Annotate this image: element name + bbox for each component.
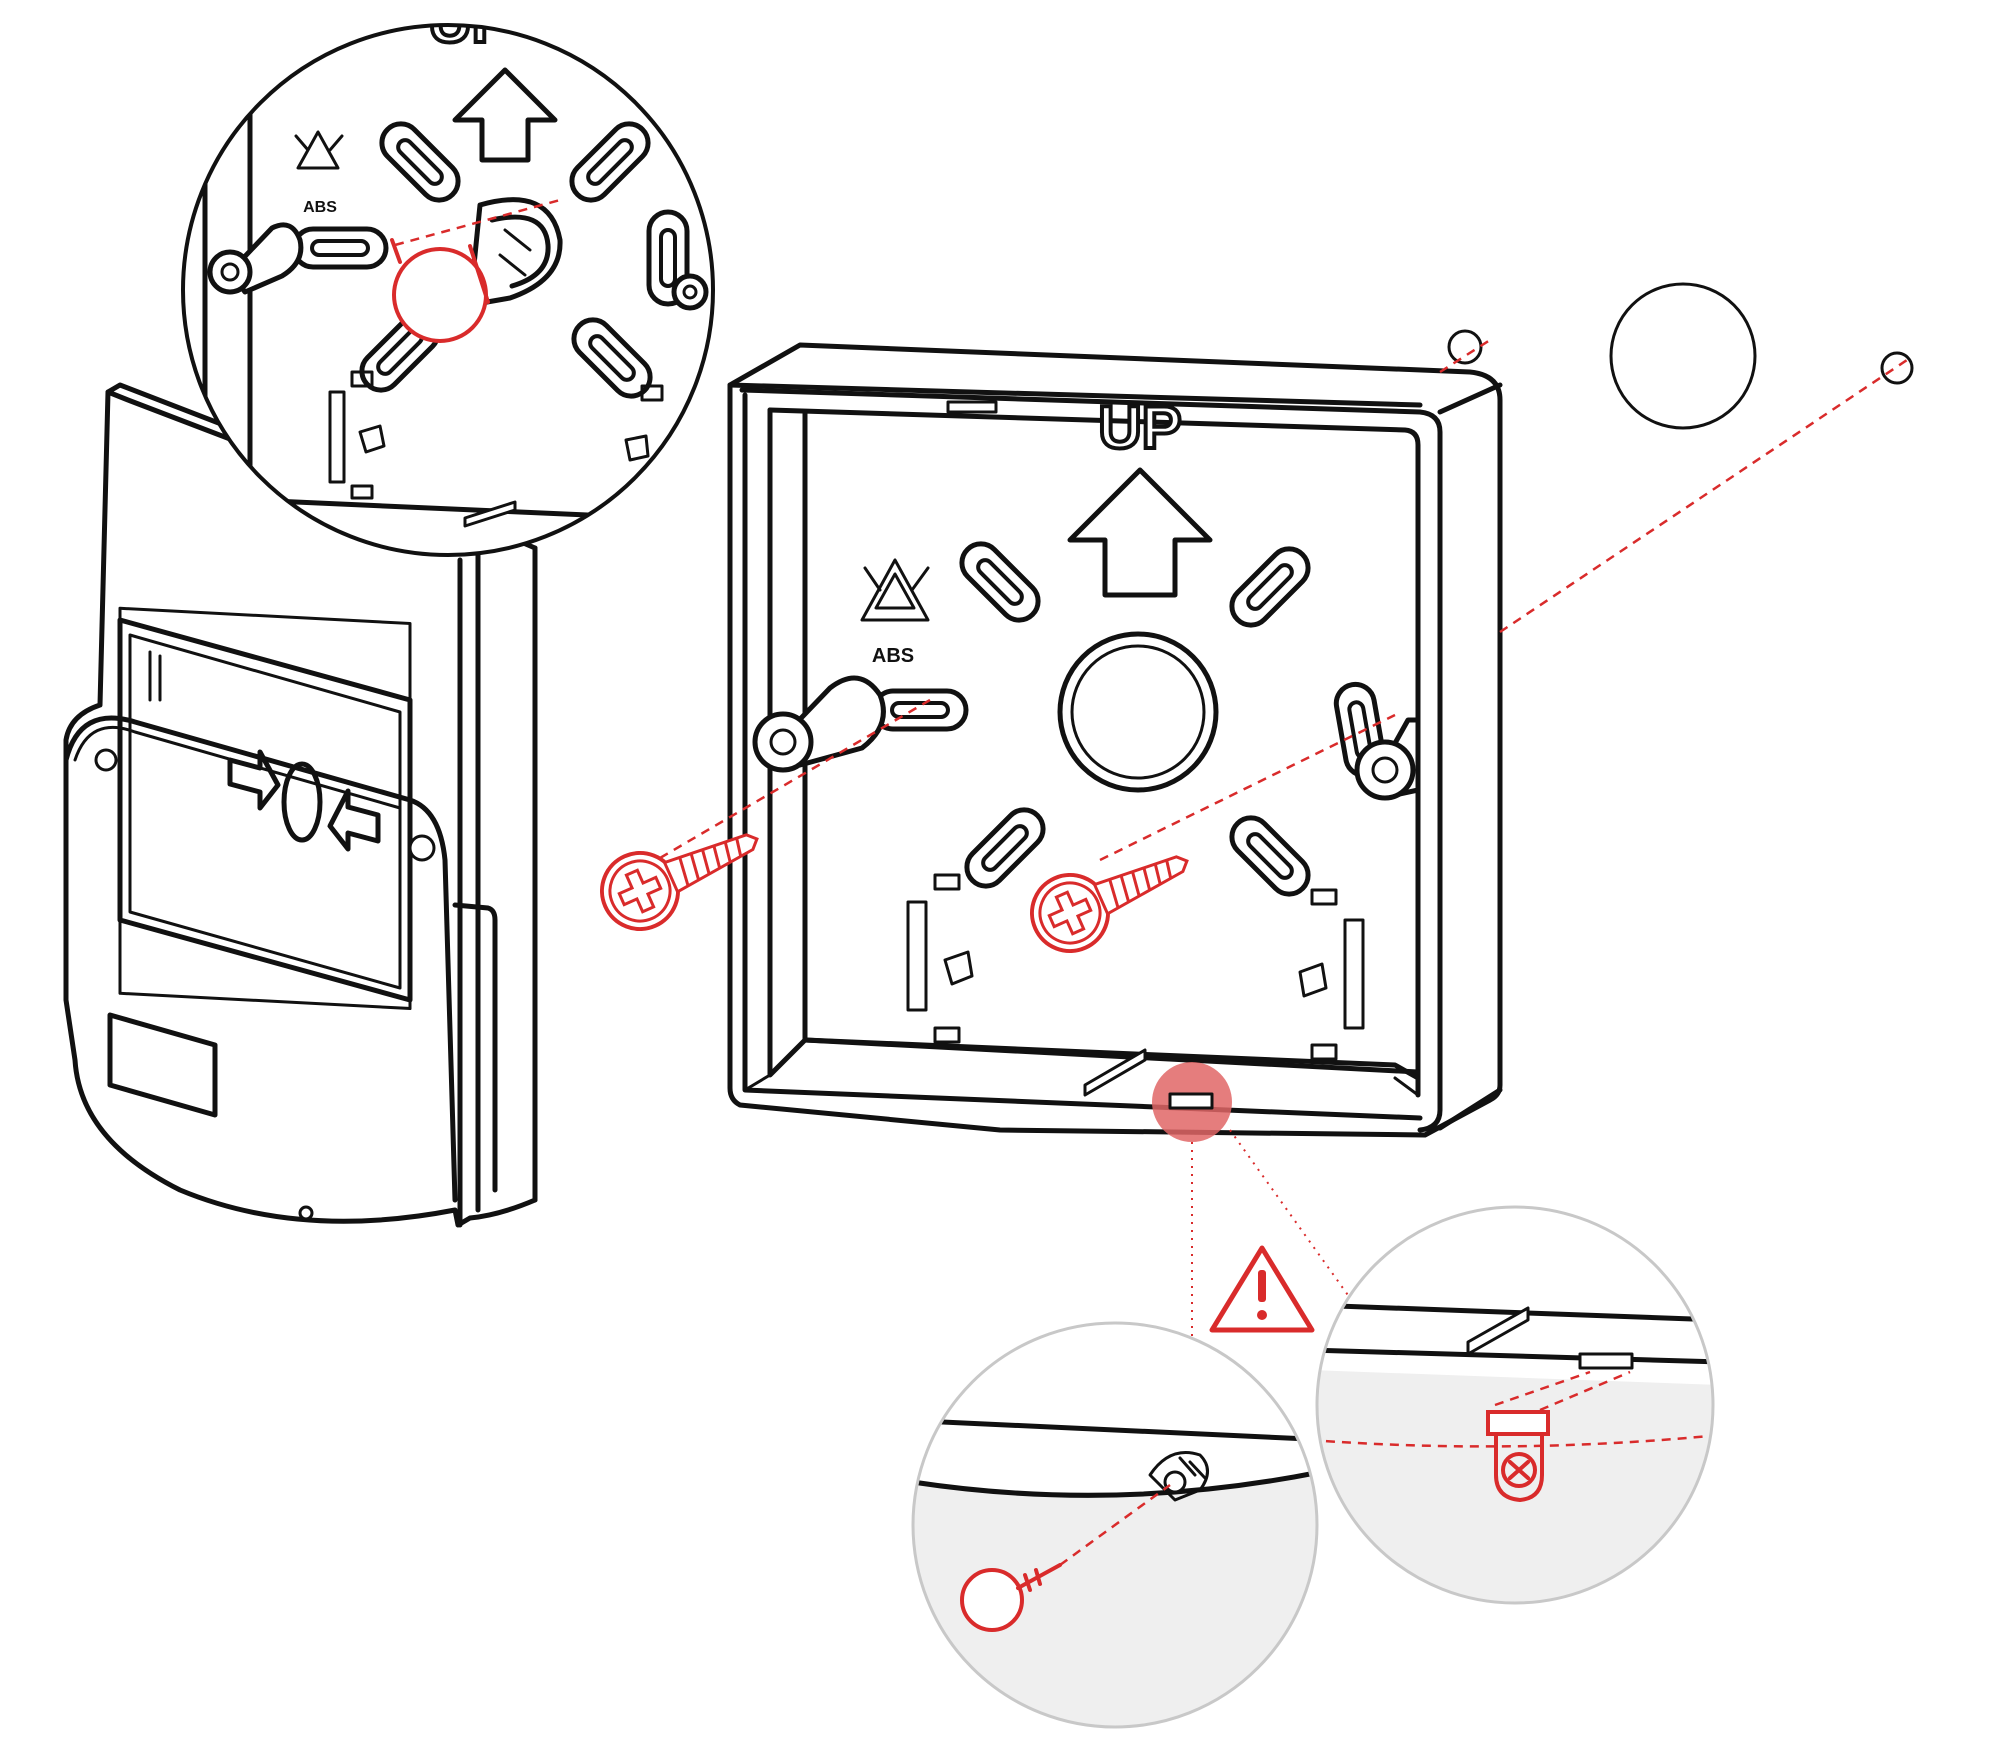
recycle-icon (294, 130, 344, 170)
material-label: ABS (872, 645, 914, 667)
catch-slot (1168, 1092, 1214, 1110)
screw-plug-highlight (392, 247, 488, 343)
zoom-detail-top: UP ABS (181, 23, 715, 557)
clip-tab (1083, 1048, 1147, 1097)
warning-triangle-icon (1209, 1245, 1315, 1333)
back-box: UP ABS (727, 342, 1503, 1138)
plug-cap-zoom (960, 1568, 1024, 1632)
material-label-zoom: ABS (303, 199, 337, 216)
zoom-detail-screw-cap (911, 1321, 1319, 1729)
arrow-left-icon (327, 788, 381, 852)
cable-entry-hole (1057, 631, 1219, 793)
catch-clip-icon (1486, 1410, 1550, 1502)
knockout-disc (1609, 282, 1757, 430)
call-point-device (63, 382, 538, 1228)
label-window (107, 1012, 218, 1118)
plug-cap (1447, 329, 1483, 365)
plug-cap (1880, 351, 1914, 385)
recycle-icon (860, 558, 930, 622)
up-label: UP (1098, 394, 1181, 461)
arrow-up-icon (1067, 467, 1213, 598)
push-element (281, 761, 323, 843)
zoom-detail-catch (1315, 1205, 1715, 1605)
arrow-up-icon (452, 67, 558, 163)
arrow-right-icon (227, 749, 281, 811)
